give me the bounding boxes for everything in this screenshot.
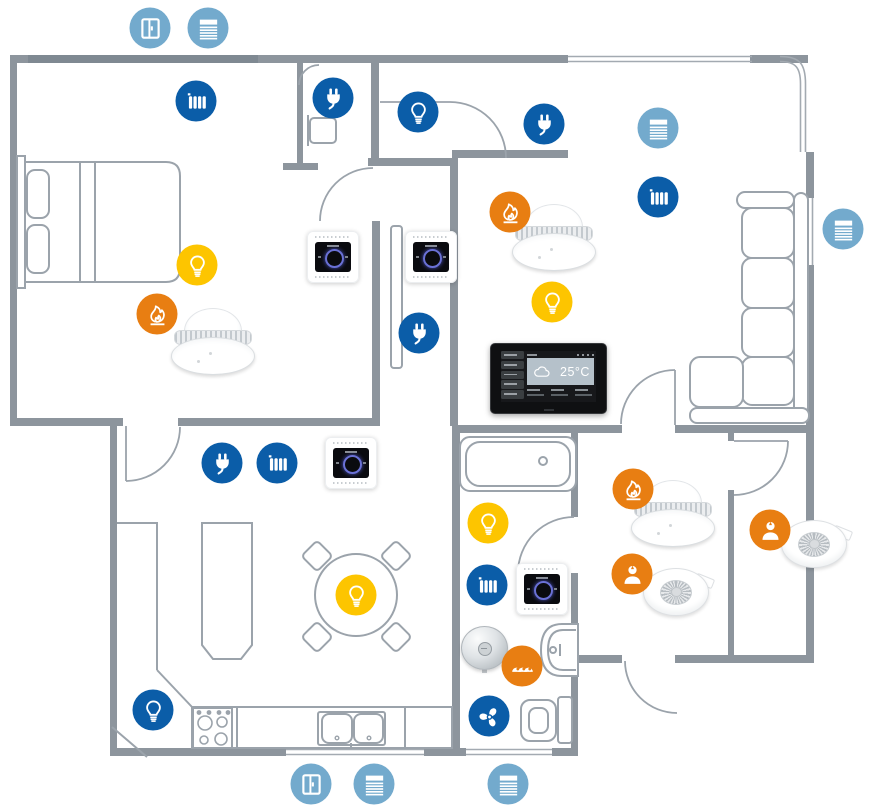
blinds-icon xyxy=(499,775,517,795)
smoke-detector-device xyxy=(512,204,596,271)
thermostat-display xyxy=(315,242,351,272)
smoke-alarm-badge xyxy=(612,468,654,510)
sofa xyxy=(689,191,810,424)
power-plug-icon xyxy=(412,323,426,344)
blinds-actuator-badge xyxy=(487,763,529,805)
light-actuator-badge xyxy=(132,689,174,731)
smoke-detector-device xyxy=(631,480,715,547)
light-bulb-icon xyxy=(348,584,364,607)
light-bulb-icon xyxy=(480,512,496,535)
water-detector-device xyxy=(460,625,508,673)
person-icon xyxy=(623,565,641,584)
smoke-alarm-badge xyxy=(489,191,531,233)
power-plug-icon xyxy=(326,88,340,109)
room-thermostat-panel xyxy=(325,437,377,489)
presence-detector-device xyxy=(643,566,716,616)
kitchen-island xyxy=(201,522,253,660)
radiator-icon xyxy=(478,576,497,593)
vestibule-cabinet xyxy=(307,115,337,146)
blinds-actuator-badge xyxy=(187,7,229,49)
radiator-icon xyxy=(187,92,206,109)
person-icon xyxy=(761,521,779,540)
window-contact-sensor-badge xyxy=(129,7,171,49)
heating-actuator-badge xyxy=(637,176,679,218)
light-bulb-icon xyxy=(189,254,205,277)
kitchen xyxy=(111,522,453,758)
thermostat-display xyxy=(413,242,449,272)
control-panel-stats xyxy=(527,388,594,402)
socket-actuator-badge xyxy=(523,103,565,145)
blinds-actuator-badge xyxy=(822,208,864,250)
bathtub xyxy=(459,436,577,492)
blinds-actuator-badge xyxy=(637,107,679,149)
room-temperature: 25°C xyxy=(560,364,590,379)
power-plug-icon xyxy=(215,453,229,474)
blinds-actuator-badge xyxy=(353,763,395,805)
radiator-icon xyxy=(649,188,668,205)
heating-actuator-badge xyxy=(175,80,217,122)
blinds-icon xyxy=(365,775,383,795)
heating-actuator-badge xyxy=(466,564,508,606)
fan-icon xyxy=(478,707,496,726)
power-plug-icon xyxy=(537,114,551,135)
window-icon xyxy=(140,17,160,39)
blinds-icon xyxy=(834,220,852,240)
water-alarm-badge xyxy=(501,645,543,687)
presence-sensor-badge xyxy=(749,509,791,551)
light-bulb-icon xyxy=(145,699,161,722)
furniture xyxy=(16,115,810,758)
presence-sensor-badge xyxy=(611,553,653,595)
socket-actuator-badge xyxy=(312,77,354,119)
washbasin xyxy=(539,623,579,677)
window-contact-sensor-badge xyxy=(290,763,332,805)
room-thermostat-panel xyxy=(405,231,457,283)
socket-actuator-badge xyxy=(201,442,243,484)
toilet xyxy=(520,696,573,744)
fan-actuator-badge xyxy=(468,695,510,737)
light-dimmer-badge xyxy=(531,281,573,323)
fire-icon xyxy=(625,479,641,500)
control-panel-statusbar xyxy=(527,353,594,357)
light-bulb-icon xyxy=(544,291,560,314)
control-panel: 25°C xyxy=(490,343,607,414)
fire-icon xyxy=(149,304,165,325)
thermostat-display xyxy=(333,448,369,478)
control-panel-menu xyxy=(501,351,524,402)
control-panel-weather-tile: 25°C xyxy=(527,358,594,385)
presence-detector-device xyxy=(781,518,854,568)
light-bulb-icon xyxy=(410,101,426,124)
control-panel-home-button xyxy=(543,409,554,411)
heating-actuator-badge xyxy=(256,442,298,484)
radiator-icon xyxy=(268,454,287,471)
room-thermostat-panel xyxy=(307,231,359,283)
socket-actuator-badge xyxy=(398,312,440,354)
water-waves-icon xyxy=(511,667,533,672)
smoke-detector-device xyxy=(171,308,255,375)
light-dimmer-badge xyxy=(467,502,509,544)
smoke-alarm-badge xyxy=(136,293,178,335)
control-panel-screen: 25°C xyxy=(501,351,596,402)
bed xyxy=(16,155,181,289)
room-thermostat-panel xyxy=(516,563,568,615)
window-icon xyxy=(301,773,321,795)
blinds-icon xyxy=(649,119,667,139)
light-dimmer-badge xyxy=(176,244,218,286)
cloud-sun-icon xyxy=(534,365,550,377)
light-dimmer-badge xyxy=(335,574,377,616)
doors xyxy=(125,64,789,714)
blinds-icon xyxy=(199,19,217,39)
fire-icon xyxy=(502,202,518,223)
light-actuator-badge xyxy=(397,91,439,133)
thermostat-display xyxy=(524,574,560,604)
